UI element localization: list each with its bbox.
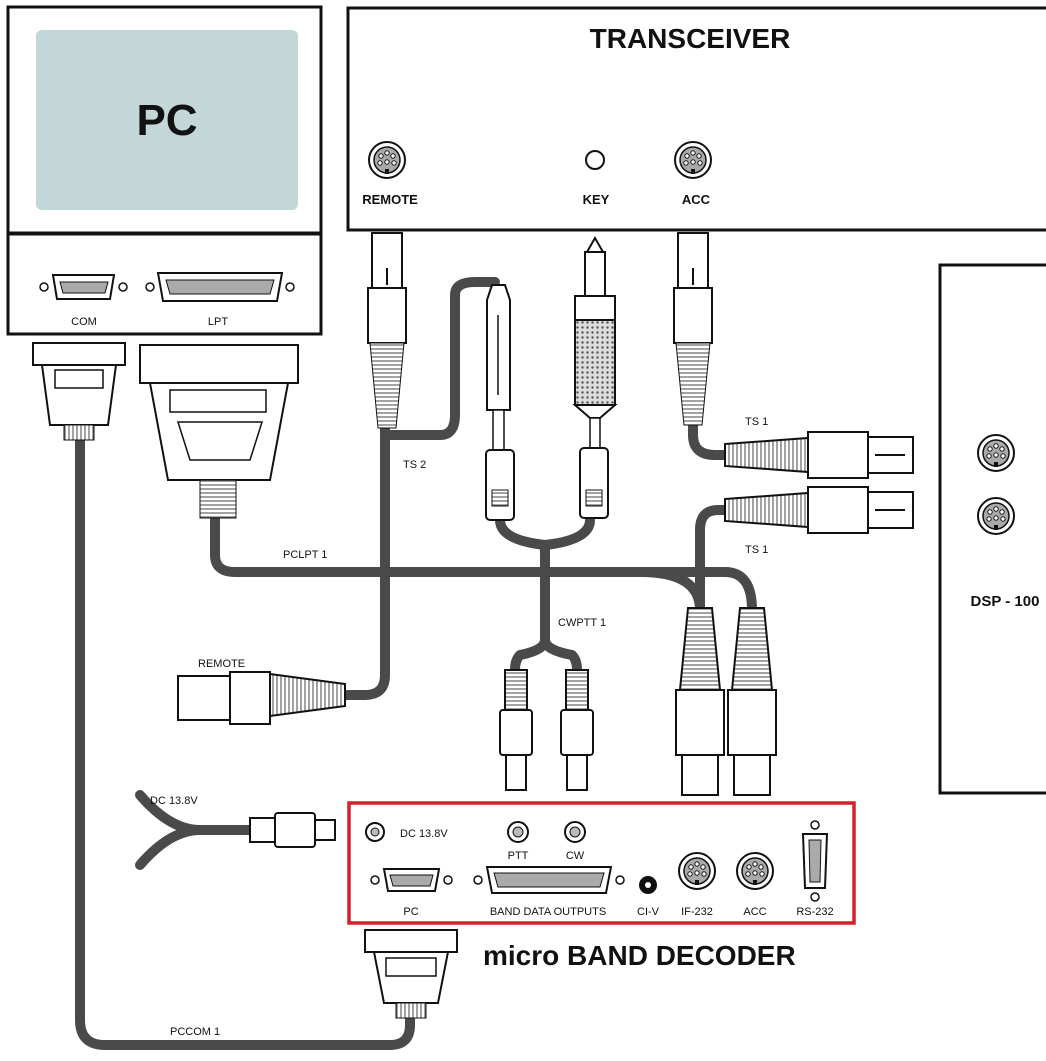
decoder-if232-label: IF-232 <box>681 906 713 918</box>
decoder-if232-socket[interactable] <box>678 852 716 890</box>
cable-ts1-upper <box>688 415 730 460</box>
key-jack-plug <box>572 235 618 519</box>
decoder-acc-socket[interactable] <box>736 852 774 890</box>
cable-pccom1 <box>75 420 415 1050</box>
cable-dc <box>135 790 255 870</box>
decoder-civ-label: CI-V <box>637 906 660 918</box>
cable-ts2 <box>340 420 390 700</box>
acc-din-plug <box>673 232 713 426</box>
label-remote-cable: REMOTE <box>198 658 245 670</box>
dsp-title: DSP - 100 <box>971 593 1040 610</box>
decoder-cw-label: CW <box>566 850 585 862</box>
decoder-band-data-port[interactable] <box>473 866 625 894</box>
remote-din-plug <box>367 232 407 429</box>
label-cwptt1: CWPTT 1 <box>558 617 606 629</box>
label-ts1-lower: TS 1 <box>745 544 768 556</box>
dc-plug <box>249 812 336 848</box>
dsp-socket-2[interactable] <box>977 497 1015 535</box>
pc-com-label: COM <box>71 316 97 328</box>
decoder-unit: DC 13.8V PTT CW PC BAND DATA OUTPUTS CI-… <box>347 801 856 925</box>
ts1-lower-din-plug <box>724 486 914 534</box>
cable-pclpt1-branch <box>635 567 705 615</box>
decoder-panel <box>347 801 856 925</box>
pc-unit: PC COM LPT <box>6 5 323 336</box>
decoder-ptt-label: PTT <box>508 850 529 862</box>
ts1-upper-din-plug <box>724 431 914 479</box>
com-db9-plug <box>32 342 126 441</box>
dsp-unit: DSP - 100 <box>938 263 1046 795</box>
label-dc-cable: DC 13.8V <box>150 795 198 807</box>
pc-lpt-label: LPT <box>208 316 228 328</box>
decoder-db9-plug <box>364 929 458 1019</box>
transceiver-key-label: KEY <box>583 192 610 207</box>
decoder-din-plugs <box>675 607 777 796</box>
label-pccom1: PCCOM 1 <box>170 1026 220 1038</box>
decoder-title: micro BAND DECODER <box>483 940 796 971</box>
decoder-rs232-label: RS-232 <box>796 906 833 918</box>
label-ts2: TS 2 <box>403 459 426 471</box>
cable-pclpt1-acc <box>655 567 757 615</box>
decoder-rs232-port[interactable] <box>801 820 829 902</box>
label-ts1-upper: TS 1 <box>745 416 768 428</box>
transceiver-title: TRANSCEIVER <box>590 23 791 54</box>
lpt-db25-plug <box>139 344 299 519</box>
decoder-dc-label: DC 13.8V <box>400 828 448 840</box>
transceiver-key-socket[interactable] <box>585 150 605 170</box>
decoder-acc-label: ACC <box>743 906 766 918</box>
decoder-pc-label: PC <box>403 906 418 918</box>
remote-horizontal-plug <box>177 671 346 725</box>
cable-pclpt1 <box>210 510 705 577</box>
cable-ts2-branch <box>380 277 500 440</box>
label-pclpt1: PCLPT 1 <box>283 549 327 561</box>
ptt-adapter-plug <box>485 284 515 521</box>
transceiver-remote-socket[interactable] <box>368 141 406 179</box>
pc-screen <box>36 30 298 210</box>
cables <box>75 277 757 1050</box>
pc-lpt-port[interactable] <box>145 272 295 302</box>
cable-cwptt1-split <box>510 635 582 675</box>
dsp-socket-1[interactable] <box>977 434 1015 472</box>
cable-ts1-lower <box>695 505 730 615</box>
transceiver-acc-socket[interactable] <box>674 141 712 179</box>
pc-title: PC <box>136 96 197 145</box>
decoder-pc-port[interactable] <box>370 868 453 892</box>
pc-com-port[interactable] <box>39 274 128 300</box>
transceiver-box <box>346 6 1046 232</box>
transceiver-remote-label: REMOTE <box>362 192 418 207</box>
transceiver-acc-label: ACC <box>682 192 711 207</box>
transceiver-unit: TRANSCEIVER REMOTE KEY ACC <box>346 6 1046 232</box>
rca-plugs <box>499 669 594 791</box>
decoder-band-data-label: BAND DATA OUTPUTS <box>490 906 606 918</box>
